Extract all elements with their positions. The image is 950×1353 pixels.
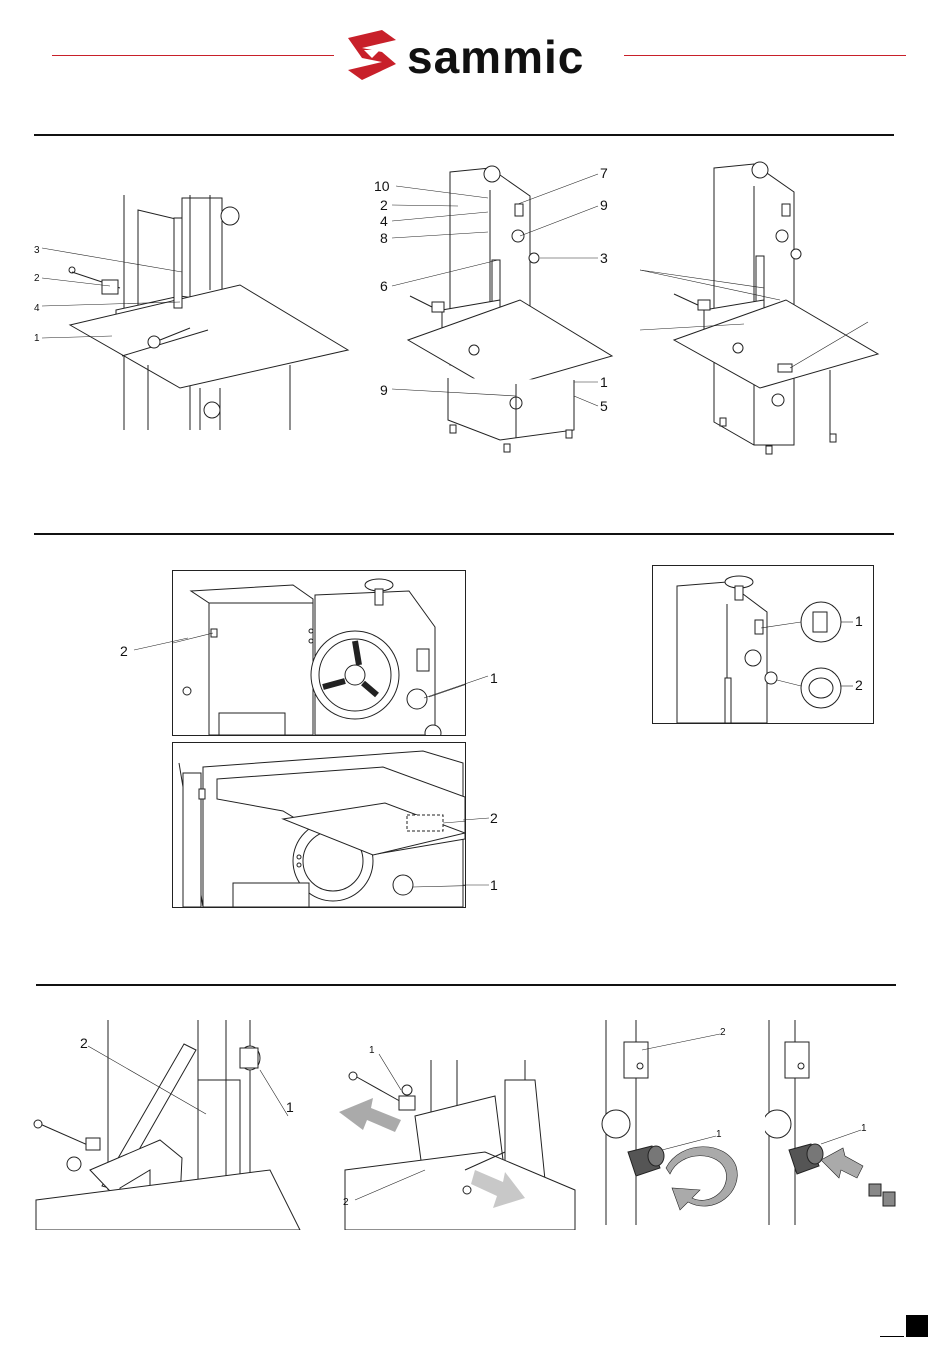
brand-name: sammic [407, 30, 584, 84]
section-divider-2 [34, 533, 894, 535]
header-rule-left [52, 55, 334, 56]
panel-machine-top-detail [172, 570, 466, 736]
fig-a-label-2: 2 [34, 272, 40, 286]
fig-b-label-5: 5 [600, 399, 608, 413]
fig3c-label-1: 1 [716, 1128, 722, 1142]
panel-bottom-leader-1 [463, 881, 493, 891]
fig3b-label-2: 2 [343, 1196, 349, 1210]
panel-top-leader-2 [130, 636, 190, 656]
brand-logo: sammic [342, 28, 632, 84]
fig3a-label-2: 2 [80, 1036, 88, 1050]
fig-b-label-6: 6 [380, 279, 388, 293]
figure-machine-pointers [640, 160, 890, 460]
fig-b-label-8: 8 [380, 231, 388, 245]
fig3c-label-2: 2 [720, 1026, 726, 1040]
panel-bottom-leader-2 [463, 814, 493, 824]
figure-pusher-raised: 2 1 [30, 1020, 310, 1230]
fig3b-label-1: 1 [369, 1044, 375, 1058]
page-marker-box [906, 1315, 928, 1337]
fig-b-label-3: 3 [600, 251, 608, 265]
fig-a-label-4: 4 [34, 302, 40, 316]
header-rule-right [624, 55, 906, 56]
figure-machine-overview: 10 2 4 8 6 9 7 9 3 1 5 [370, 160, 620, 460]
fig-b-label-7: 7 [600, 166, 608, 180]
fig-b-label-9-top: 9 [600, 198, 608, 212]
figure-pusher-sliding: 1 2 [335, 1040, 580, 1230]
panel-top-leader-1 [420, 672, 490, 702]
panel-right-label-2: 2 [855, 678, 863, 692]
fig3a-label-1: 1 [286, 1100, 294, 1114]
fig-a-label-3: 3 [34, 244, 40, 258]
fig3d-label-1: 1 [861, 1122, 867, 1136]
fig-b-label-2: 2 [380, 198, 388, 212]
panel-switch-detail: 1 2 [652, 565, 874, 724]
page-marker-line [880, 1336, 904, 1337]
fig-b-label-4: 4 [380, 214, 388, 228]
panel-top-label-2: 2 [120, 644, 128, 658]
figure-key-insert: 1 [765, 1020, 915, 1225]
figure-saw-table-detail: 3 2 4 1 [30, 190, 360, 430]
fig-b-label-10: 10 [374, 179, 390, 193]
panel-machine-bottom-detail [172, 742, 466, 908]
panel-top-label-1: 1 [490, 671, 498, 685]
panel-right-label-1: 1 [855, 614, 863, 628]
section-divider-1 [34, 134, 894, 136]
logo-mark-icon [342, 28, 402, 84]
fig-a-label-1: 1 [34, 332, 40, 346]
fig-b-label-9-bottom: 9 [380, 383, 388, 397]
section-divider-3 [36, 984, 896, 986]
fig-b-label-1: 1 [600, 375, 608, 389]
figure-key-turn: 2 1 [600, 1020, 750, 1225]
